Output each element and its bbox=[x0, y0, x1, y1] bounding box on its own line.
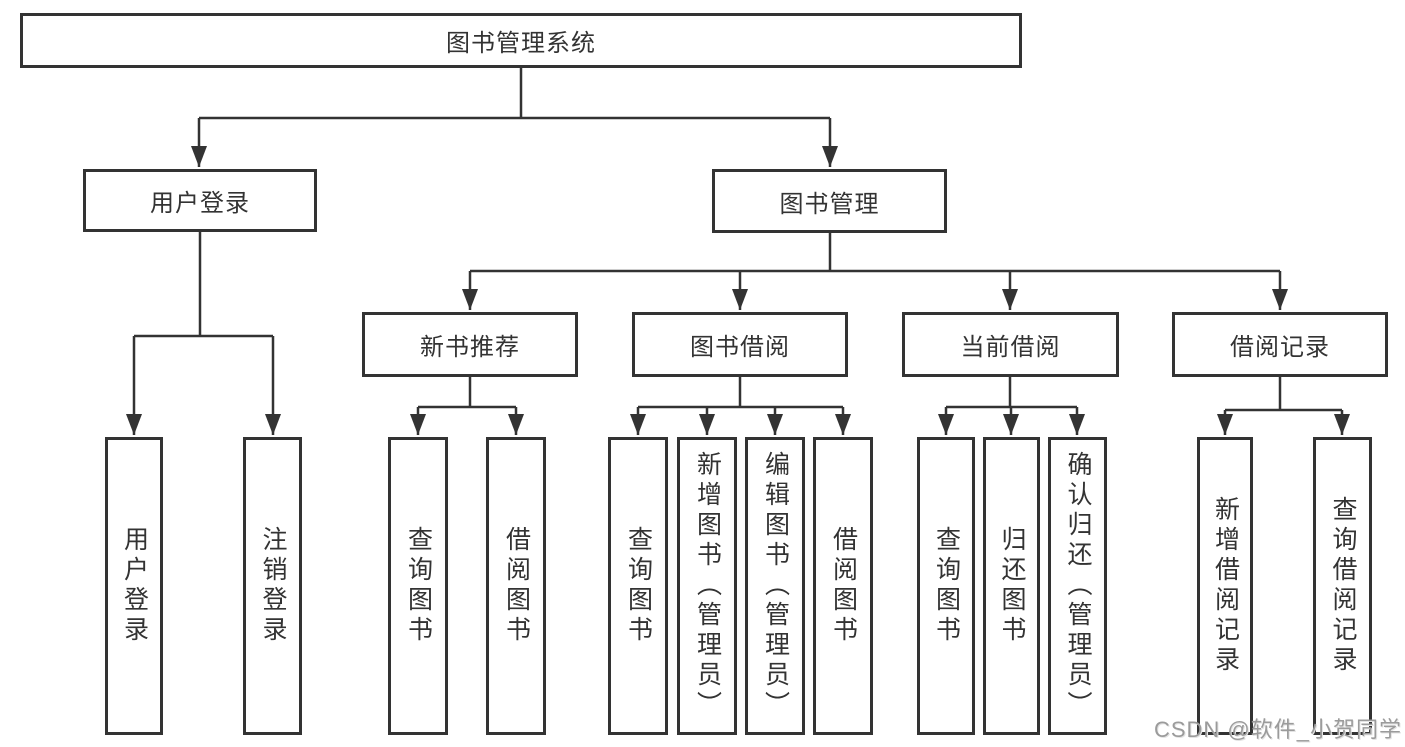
node-label: 借阅记录 bbox=[1230, 334, 1330, 361]
leaf-return-book: 归还图书 bbox=[983, 437, 1040, 735]
node-label: 新增借阅记录 bbox=[1211, 496, 1240, 676]
node-label: 图书管理系统 bbox=[446, 30, 596, 57]
leaf-logout: 注销登录 bbox=[243, 437, 302, 735]
node-book-borrow: 图书借阅 bbox=[632, 312, 848, 377]
leaf-borrow-books-recommend: 借阅图书 bbox=[486, 437, 546, 735]
node-current-borrow: 当前借阅 bbox=[902, 312, 1119, 377]
node-label: 查询借阅记录 bbox=[1329, 496, 1357, 676]
node-label: 当前借阅 bbox=[960, 334, 1061, 361]
node-label: 图书借阅 bbox=[690, 334, 790, 361]
leaf-query-books-current: 查询图书 bbox=[917, 437, 975, 735]
node-label: 查询图书 bbox=[932, 526, 961, 646]
leaf-edit-book-admin: 编辑图书（管理员） bbox=[745, 437, 805, 735]
node-label: 借阅图书 bbox=[829, 526, 858, 646]
leaf-query-books-recommend: 查询图书 bbox=[388, 437, 448, 735]
leaf-query-books-borrow: 查询图书 bbox=[608, 437, 668, 735]
leaf-add-book-admin: 新增图书（管理员） bbox=[677, 437, 737, 735]
leaf-add-borrow-record: 新增借阅记录 bbox=[1197, 437, 1253, 735]
leaf-query-borrow-record: 查询借阅记录 bbox=[1313, 437, 1372, 735]
node-label: 用户登录 bbox=[150, 190, 250, 217]
node-label: 注销登录 bbox=[259, 526, 287, 646]
node-label: 确认归还（管理员） bbox=[1064, 451, 1092, 721]
leaf-confirm-return-admin: 确认归还（管理员） bbox=[1048, 437, 1107, 735]
node-user-login: 用户登录 bbox=[83, 169, 317, 232]
node-label: 编辑图书（管理员） bbox=[761, 451, 790, 721]
node-new-book-recommend: 新书推荐 bbox=[362, 312, 578, 377]
node-label: 用户登录 bbox=[120, 526, 149, 646]
leaf-user-login: 用户登录 bbox=[105, 437, 163, 735]
node-label: 借阅图书 bbox=[502, 526, 531, 646]
node-label: 新书推荐 bbox=[420, 334, 520, 361]
node-label: 图书管理 bbox=[779, 190, 880, 218]
node-label: 查询图书 bbox=[404, 526, 433, 646]
leaf-borrow-books: 借阅图书 bbox=[813, 437, 873, 735]
node-label: 新增图书（管理员） bbox=[693, 451, 722, 721]
node-book-management: 图书管理 bbox=[712, 169, 947, 233]
node-library-system: 图书管理系统 bbox=[20, 13, 1022, 68]
csdn-watermark: CSDN @软件_小贺同学 bbox=[1153, 717, 1402, 742]
node-label: 查询图书 bbox=[624, 526, 653, 646]
node-label: 归还图书 bbox=[998, 526, 1026, 646]
node-borrow-records: 借阅记录 bbox=[1172, 312, 1388, 377]
